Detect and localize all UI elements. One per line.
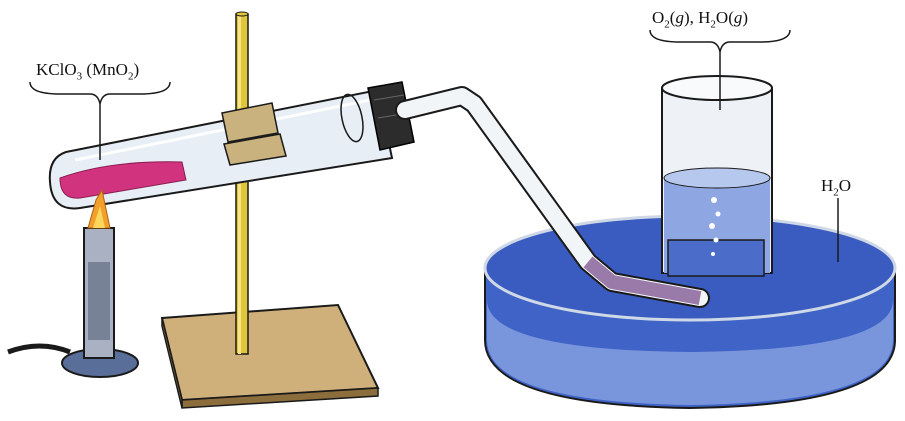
bunsen-burner — [8, 190, 138, 377]
products-label: O2(g), H2O(g) — [652, 9, 748, 30]
stand-base — [162, 305, 378, 408]
water-label: H2O — [821, 177, 851, 198]
products-brace — [650, 30, 790, 52]
collection-jar — [662, 76, 772, 276]
reactant-label: KClO3 (MnO2) — [36, 61, 139, 82]
burner-hose — [8, 346, 70, 352]
reactant-brace — [30, 82, 170, 104]
